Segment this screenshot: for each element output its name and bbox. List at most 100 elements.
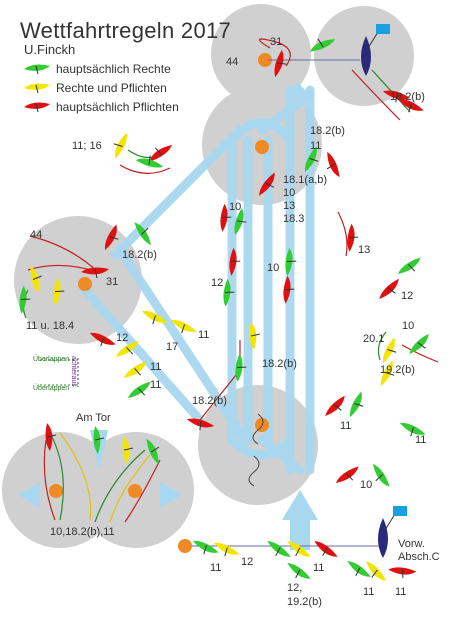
boat-icon (349, 391, 364, 418)
boat-hull (126, 347, 134, 355)
buoy-mark (178, 539, 192, 553)
rule-label: 11 (150, 361, 162, 373)
boat-hull (285, 288, 295, 290)
boat-hull (408, 264, 416, 272)
boat-icon (249, 322, 261, 350)
boat-hull (387, 349, 397, 353)
flag-pole (367, 31, 379, 49)
boat-hull (275, 547, 281, 557)
rule-label: 31 (270, 36, 283, 48)
rule-label: 18.1(a,b) (283, 174, 328, 186)
boat-icon (366, 561, 387, 581)
rule-label: 11 (310, 140, 322, 152)
boat-icon (134, 222, 151, 246)
boat-hull (94, 268, 98, 279)
committee-boat-icon (361, 36, 371, 76)
rule-label: 13 (283, 200, 296, 212)
boat-icon (397, 98, 424, 113)
boat-hull (402, 569, 404, 579)
yellow-boat-icon (24, 83, 50, 94)
boat-hull (371, 569, 378, 578)
boat-hull (141, 227, 149, 235)
rule-label: 10 (402, 320, 415, 332)
boat-icon (285, 247, 297, 276)
boat-hull (355, 567, 361, 577)
boat-icon (235, 353, 247, 382)
boat-hull (287, 260, 297, 262)
rule-label: 17 (166, 341, 179, 353)
mark-zone-circle (211, 4, 311, 104)
boat-icon (53, 277, 65, 306)
boat-icon (382, 337, 397, 364)
behind-label: achteraus (70, 356, 77, 387)
rule-label: 18.2(b) (310, 125, 345, 137)
boat-hull (387, 287, 396, 294)
boat-icon (325, 395, 345, 416)
rule-label: 11 (415, 434, 427, 446)
boat-icon (122, 436, 134, 464)
legend-label-duties: hauptsächlich Pflichten (56, 100, 179, 114)
rule-label: 12 (211, 277, 224, 289)
boat-hull (322, 547, 328, 557)
boat-icon (213, 542, 240, 557)
boat-hull (152, 315, 156, 325)
boat-icon (149, 145, 173, 162)
boat-icon (141, 310, 168, 325)
boat-hull (375, 474, 383, 482)
author-label: U.Finckh (24, 42, 76, 57)
boat-hull (100, 337, 104, 347)
boat-icon (287, 541, 311, 557)
boat-hull (138, 388, 146, 396)
overlap-label: Überlappen (33, 385, 70, 392)
boat-hull (317, 38, 324, 48)
boat-icon (45, 423, 57, 451)
boat-icon (123, 361, 147, 378)
boat-icon (373, 463, 390, 487)
boat-icon (326, 151, 340, 178)
boat-icon (397, 257, 421, 274)
boat-hull (199, 421, 202, 431)
boat-hull (225, 291, 235, 293)
buoy-mark (258, 53, 272, 67)
boat-track (248, 455, 260, 487)
boat-icon (409, 333, 429, 354)
flag-icon (376, 24, 390, 34)
boat-hull (309, 158, 319, 162)
legend-item-rights-duties: Rechte und Pflichten (22, 79, 212, 98)
boat-hull (148, 155, 151, 165)
boat-hull (349, 236, 359, 238)
boat-icon (379, 278, 399, 299)
rule-label: 19.2(b) (287, 596, 322, 608)
rule-label: 11 (313, 562, 325, 574)
boat-hull (417, 342, 426, 349)
course-chute (290, 510, 310, 550)
overlap-label: Überlappen (33, 356, 70, 363)
legend-item-duties: hauptsächlich Pflichten (22, 98, 212, 117)
boat-hull (222, 216, 232, 218)
rule-label: 10 (360, 479, 373, 491)
boat-hull (277, 62, 287, 65)
course-lane (80, 285, 205, 425)
boat-icon (314, 541, 338, 557)
rule-label: 12 (116, 332, 129, 344)
boat-icon (89, 332, 116, 347)
gate-arrow (18, 482, 40, 508)
boat-icon (267, 541, 291, 557)
boat-icon (234, 207, 247, 236)
boat-icon (93, 426, 105, 454)
boat-icon (287, 563, 311, 579)
rule-label: 20.1 (363, 333, 385, 345)
boat-hull (295, 569, 301, 579)
boat-hull (410, 427, 414, 437)
boat-icon (274, 49, 287, 78)
green-boat-icon (24, 64, 50, 75)
gate-title: Am Tor (76, 412, 111, 424)
boat-hull (224, 547, 228, 557)
boat-icon (135, 155, 164, 168)
course-lane (110, 125, 245, 260)
legend-label-rights: hauptsächlich Rechte (56, 62, 171, 76)
buoy-mark (255, 140, 269, 154)
flag-icon (393, 506, 407, 516)
